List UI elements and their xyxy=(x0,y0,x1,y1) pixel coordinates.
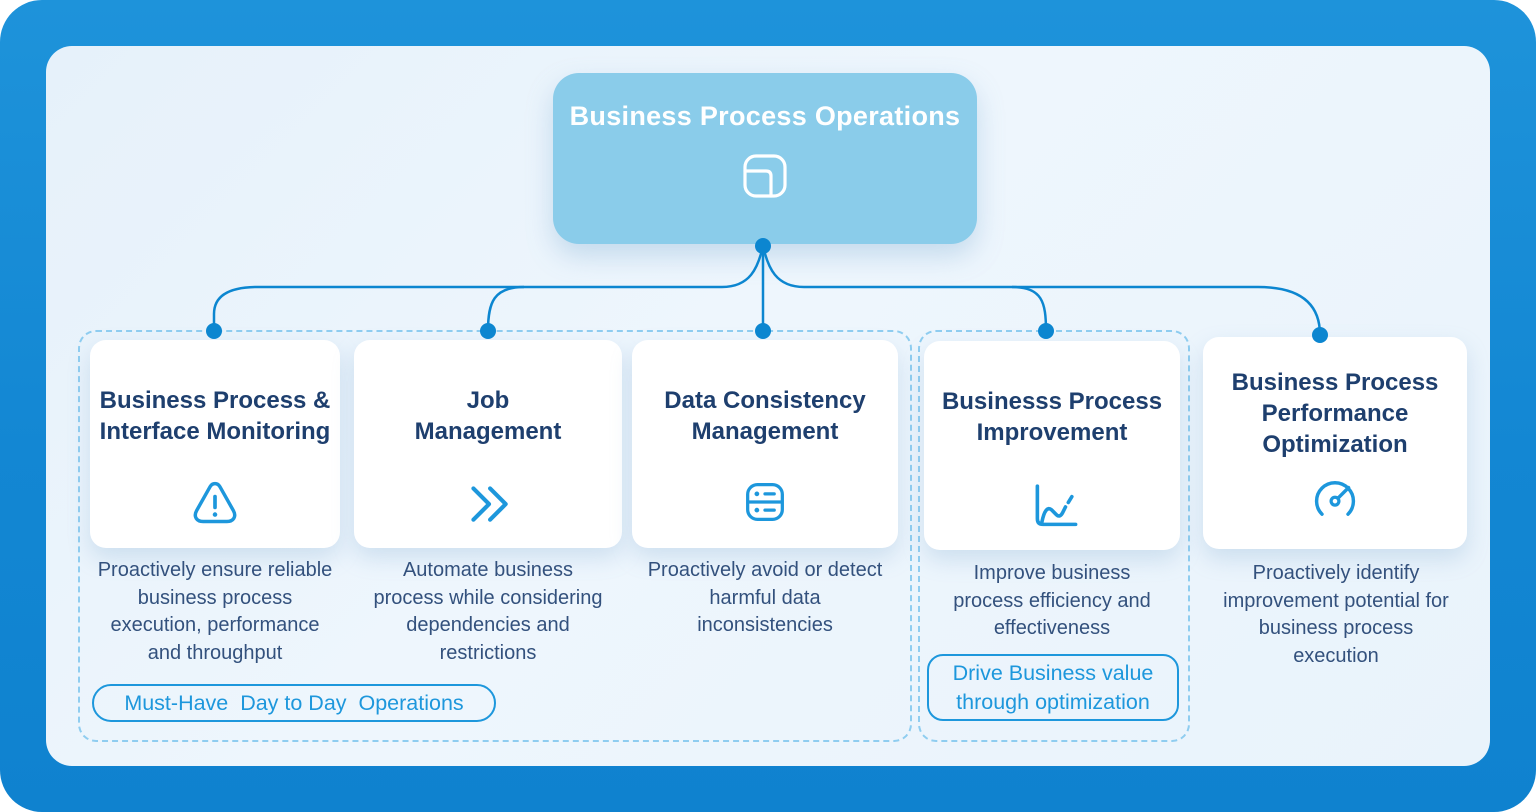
warning-triangle-icon xyxy=(189,472,241,532)
description-job-management: Automate business process while consider… xyxy=(373,559,603,664)
line-chart-icon xyxy=(1025,473,1079,533)
gauge-icon xyxy=(1309,469,1361,529)
badge-drive-business-value: Drive Business value through optimizatio… xyxy=(927,654,1179,721)
badge-must-have-day-to-day-operations: Must-Have Day to Day Operations xyxy=(92,684,496,722)
card-business-process-performance-optimization: Business Process Performance Optimizatio… xyxy=(1203,337,1467,549)
root-node-business-process-operations: Business Process Operations xyxy=(553,73,977,244)
card-business-process-interface-monitoring: Business Process & Interface Monitoring xyxy=(90,340,340,548)
card-job-management: Job Management xyxy=(354,340,622,548)
card-title: Businesss Process Improvement xyxy=(941,388,1163,446)
card-title: Business Process & Interface Monitoring xyxy=(99,387,331,445)
description-data-consistency: Proactively avoid or detect harmful data… xyxy=(647,559,883,636)
card-business-process-improvement: Businesss Process Improvement xyxy=(924,341,1180,550)
card-data-consistency-management: Data Consistency Management xyxy=(632,340,898,548)
double-chevron-icon xyxy=(463,472,513,532)
description-interface-monitoring: Proactively ensure reliable business pro… xyxy=(97,559,333,664)
window-layout-icon xyxy=(741,152,789,205)
root-title: Business Process Operations xyxy=(569,101,961,131)
description-performance-optimization: Proactively identify improvement potenti… xyxy=(1223,562,1449,667)
card-title: Job Management xyxy=(414,387,562,445)
description-process-improvement: Improve business process efficiency and … xyxy=(953,562,1151,639)
card-title: Data Consistency Management xyxy=(664,387,866,445)
database-icon xyxy=(739,472,791,532)
card-title: Business Process Performance Optimizatio… xyxy=(1231,368,1439,458)
